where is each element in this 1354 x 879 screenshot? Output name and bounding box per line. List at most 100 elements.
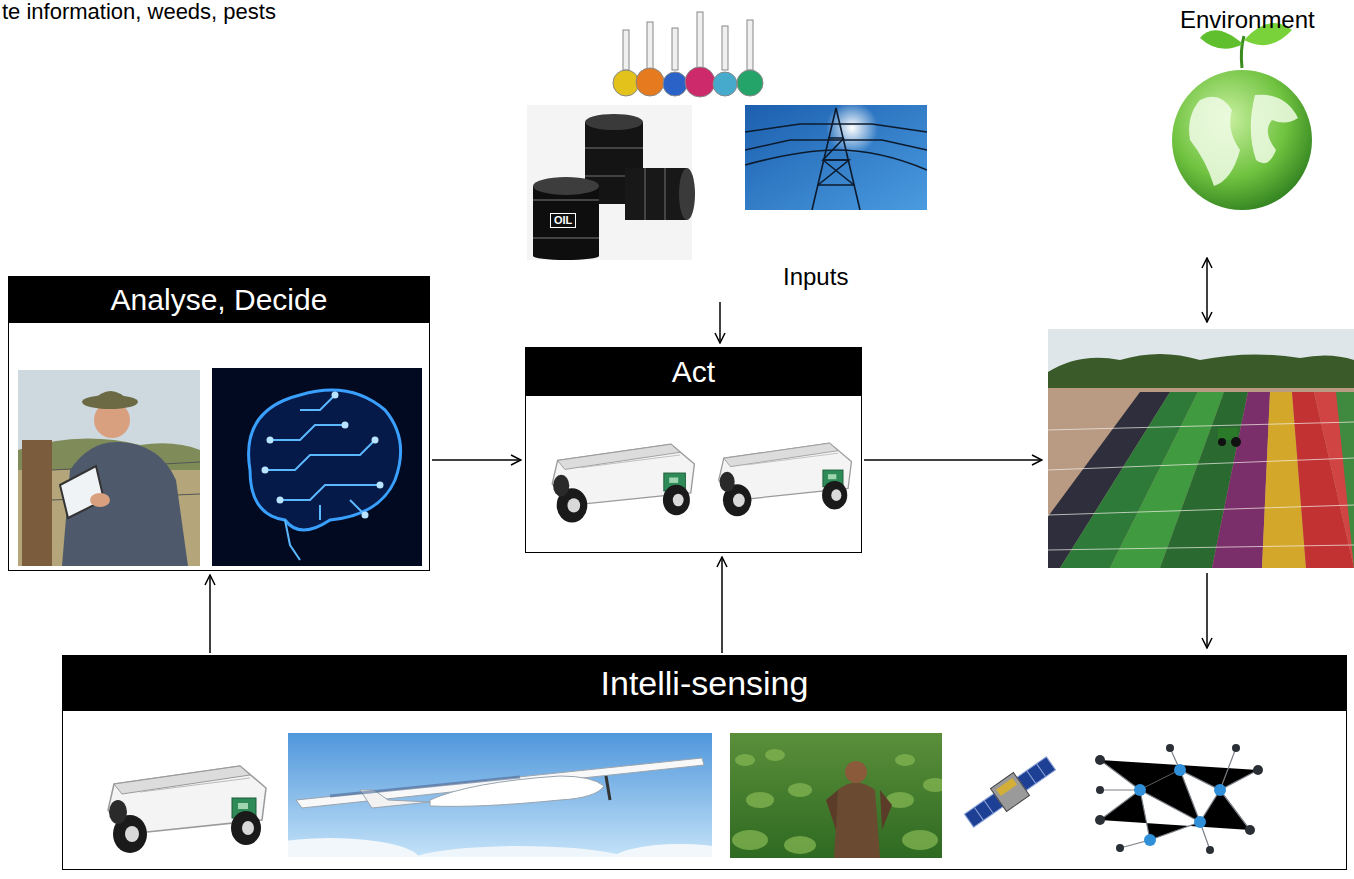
flow-arrow [721, 557, 723, 653]
field-map-photo [1218, 438, 1226, 446]
sensor-network-icon [1095, 744, 1263, 854]
solar-glider-photo [430, 776, 604, 806]
circuit-brain-image [249, 390, 401, 530]
field-map-photo [1212, 392, 1270, 568]
circuit-brain-image [332, 392, 339, 399]
solar-glider-photo [288, 733, 712, 857]
farmer-photo [18, 370, 200, 566]
power-pylon-photo [745, 108, 927, 210]
box-header: Intelli-sensing [63, 656, 1346, 711]
crop-field-photo [923, 778, 942, 792]
group-label: Environment [1180, 6, 1315, 35]
field-map-photo [1336, 392, 1354, 568]
satellite-icon [991, 773, 1030, 812]
circuit-brain-image [267, 437, 274, 444]
box-title: Analyse, Decide [111, 283, 328, 318]
green-globe [1172, 70, 1312, 210]
sensor-network-icon [1194, 816, 1206, 828]
circuit-brain-image [342, 422, 349, 429]
chemistry-flasks [685, 67, 715, 97]
barrel-label: OIL [550, 213, 576, 228]
cut-off-note: te information, weeds, pests [2, 0, 276, 24]
sensor-network-icon [1100, 748, 1258, 850]
chemistry-flasks [613, 8, 774, 102]
flow-arrow [432, 459, 521, 461]
circuit-brain-image [265, 440, 375, 470]
flow-arrow [209, 575, 211, 653]
farmer-photo [60, 466, 104, 518]
chemistry-flasks [747, 20, 753, 70]
power-pylon-photo [745, 124, 927, 150]
green-globe [1251, 95, 1298, 164]
box-title: Act [672, 355, 715, 390]
crop-field-photo [746, 792, 774, 808]
circuit-brain-image [320, 500, 365, 520]
sensor-network-icon [1166, 744, 1174, 752]
circuit-brain-image [270, 425, 345, 440]
sensing-robot [108, 766, 266, 853]
flow-arrow [864, 459, 1042, 461]
oil-barrels [533, 186, 599, 256]
satellite-icon [996, 778, 1017, 796]
sensor-network-icon [1100, 748, 1250, 830]
oil-barrels [533, 177, 599, 195]
sensor-network-icon [1174, 764, 1186, 776]
chemistry-flasks [663, 72, 687, 96]
chemistry-flasks [613, 12, 763, 97]
circuit-brain-image [377, 482, 384, 489]
chemistry-flasks [722, 26, 728, 70]
sensor-network-icon [1144, 834, 1156, 846]
circuit-brain-image [212, 368, 422, 566]
power-pylon-photo [745, 150, 927, 170]
sensor-network-icon [1214, 784, 1226, 796]
solar-glider-photo [400, 846, 640, 857]
box-header: Act [526, 348, 861, 396]
circuit-brain-image [212, 368, 422, 566]
oil-barrels [585, 114, 643, 130]
green-globe [1200, 30, 1243, 49]
circuit-brain-image [300, 395, 335, 410]
green-globe [1189, 97, 1240, 186]
oil-barrels [527, 105, 692, 260]
chemistry-flasks [647, 22, 653, 70]
sensor-network-icon [1134, 764, 1226, 846]
circuit-brain-image [265, 395, 380, 560]
sensor-network-icon [1095, 755, 1105, 765]
crop-field-photo [765, 749, 785, 761]
power-pylon-photo [826, 105, 878, 154]
field-map-photo [1314, 392, 1354, 568]
crop-field-photo [730, 733, 942, 858]
sensor-network-icon [1253, 765, 1263, 775]
oil-barrels [527, 105, 695, 260]
sensor-network-icon [1134, 784, 1146, 796]
chemistry-flasks [713, 72, 737, 96]
inputs-group: Inputs [520, 4, 892, 300]
power-pylon-photo [818, 138, 854, 185]
power-pylon-photo [790, 124, 882, 140]
field-map-photo [1231, 437, 1241, 447]
field-map-photo [1048, 329, 1354, 568]
crop-field-photo [902, 830, 938, 850]
act-robot [552, 444, 694, 522]
chemistry-flasks [613, 70, 639, 96]
farmer-photo [18, 439, 200, 566]
crop-field-photo [730, 733, 942, 858]
field-map-photo [1048, 422, 1354, 550]
oil-barrels [533, 252, 599, 260]
farmer-photo [22, 440, 52, 566]
circuit-brain-image [285, 520, 300, 560]
sensor-network-icon [1095, 815, 1105, 825]
power-pylon-photo [818, 138, 854, 185]
flow-arrow [719, 302, 721, 343]
crop-field-photo [784, 836, 816, 854]
oil-barrels [679, 168, 695, 220]
process-box: Analyse, Decide [8, 276, 430, 571]
chemistry-flasks [636, 68, 664, 96]
farmer-photo [90, 493, 110, 507]
chemistry-flasks [614, 8, 774, 102]
solar-glider-photo [288, 838, 420, 857]
act-robot [719, 443, 852, 516]
